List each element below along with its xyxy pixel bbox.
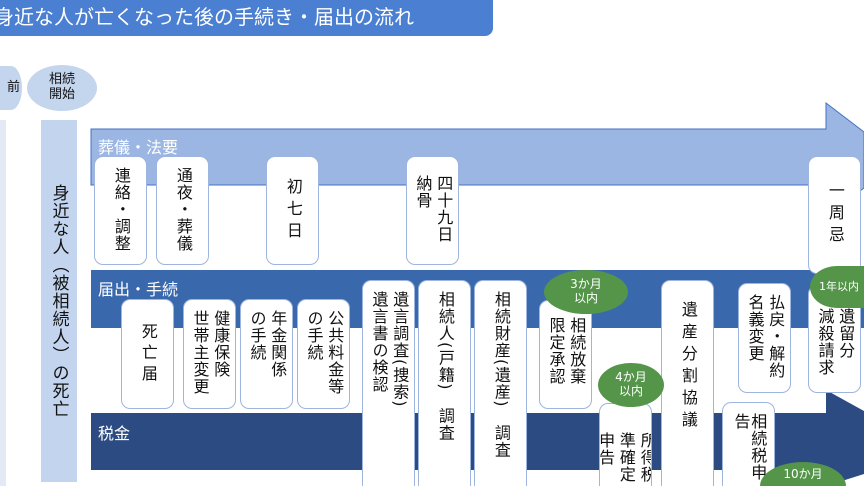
- death-label: 身近な人（被相続人）の死亡: [48, 184, 69, 418]
- deadline-3-months: 3か月 以内: [544, 270, 628, 314]
- card-heir-survey[interactable]: 相続人(戸籍) 調査: [418, 280, 471, 486]
- funeral-band-arrow: [90, 101, 864, 219]
- card-label: 連絡・調整: [111, 167, 131, 252]
- card-utilities[interactable]: 公共料金等 の手続: [297, 299, 350, 409]
- previous-column: [0, 120, 6, 486]
- card-label: 払戻・解約 名義変更: [745, 294, 786, 379]
- phase-previous-label: 前: [6, 79, 20, 95]
- card-label: 通夜・葬儀: [173, 167, 193, 252]
- band-label-procedures: 届出・手続: [98, 280, 179, 299]
- card-label: 健康保険 世帯主変更: [190, 310, 231, 395]
- card-label: 死亡届: [138, 322, 158, 386]
- card-label: 公共料金等 の手続: [304, 310, 345, 395]
- deadline-1-year: 1年以内: [810, 266, 864, 308]
- card-income-tax[interactable]: 所得税 準確定申告: [599, 403, 652, 486]
- card-first-anniversary[interactable]: 一周忌: [808, 156, 861, 274]
- card-wake-funeral[interactable]: 通夜・葬儀: [156, 156, 209, 265]
- card-label: 年金関係 の手続: [247, 310, 288, 378]
- card-estate-division[interactable]: 遺産分割協議: [661, 280, 714, 486]
- card-label: 一周忌: [825, 182, 845, 248]
- phase-previous: 前: [0, 66, 22, 110]
- card-will-search[interactable]: 遺言調査(捜索) 遺言書の検認: [362, 280, 415, 486]
- card-label: 相続人(戸籍) 調査: [435, 291, 455, 442]
- page-title: 身近な人が亡くなった後の手続き・届出の流れ: [0, 0, 493, 36]
- card-label: 初七日: [283, 177, 303, 244]
- card-label: 相続税申告: [731, 413, 768, 481]
- card-health-insurance[interactable]: 健康保険 世帯主変更: [183, 299, 236, 409]
- death-column: 身近な人（被相続人）の死亡: [41, 120, 77, 482]
- card-renunciation[interactable]: 相続放棄 限定承認: [539, 300, 592, 409]
- card-49th-day[interactable]: 四十九日 納骨: [406, 156, 459, 265]
- card-contact[interactable]: 連絡・調整: [94, 156, 147, 265]
- card-label: 遺留分 減殺請求: [815, 308, 856, 376]
- card-label: 所得税 準確定申告: [599, 432, 652, 483]
- card-account-closing[interactable]: 払戻・解約 名義変更: [738, 283, 791, 393]
- phase-inheritance-start: 相続 開始: [27, 65, 97, 111]
- band-label-tax: 税金: [98, 424, 131, 443]
- card-first-seventh-day[interactable]: 初七日: [266, 156, 319, 265]
- card-label: 相続放棄 限定承認: [546, 317, 587, 385]
- card-label: 遺言調査(捜索) 遺言書の検認: [369, 291, 410, 408]
- card-label: 四十九日 納骨: [413, 175, 454, 243]
- card-estate-survey[interactable]: 相続財産(遺産) 調査: [474, 280, 527, 486]
- card-pension[interactable]: 年金関係 の手続: [240, 299, 293, 409]
- card-label: 遺産分割協議: [678, 301, 698, 433]
- card-label: 相続財産(遺産) 調査: [491, 291, 511, 459]
- card-death-notice[interactable]: 死亡届: [121, 299, 174, 409]
- band-label-funeral: 葬儀・法要: [98, 138, 179, 157]
- deadline-4-months: 4か月 以内: [598, 363, 664, 407]
